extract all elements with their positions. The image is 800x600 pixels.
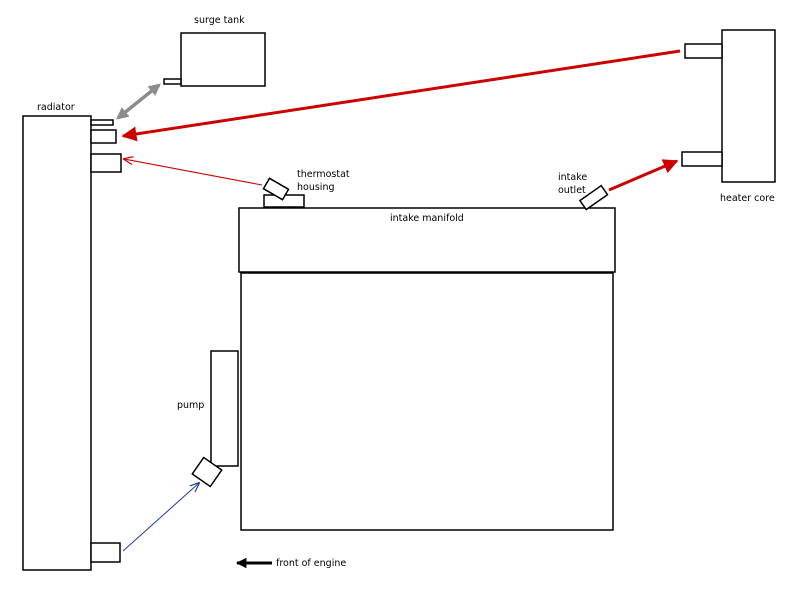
pump-label: pump xyxy=(177,400,204,411)
water-pump xyxy=(191,350,239,488)
surge-tank-label: surge tank xyxy=(194,15,245,26)
engine-block xyxy=(240,272,614,531)
thermostat-to-radiator-arrow xyxy=(124,159,263,186)
radiator-to-pump-arrow xyxy=(122,483,199,552)
radiator-heater-return-inlet xyxy=(90,129,117,144)
radiator xyxy=(22,115,122,571)
intake-to-heater-arrow xyxy=(608,159,679,192)
thermostat-housing-label-line1: thermostat xyxy=(297,169,350,180)
intake-manifold xyxy=(238,207,616,273)
heater-return-arrow xyxy=(121,49,681,142)
heater-core xyxy=(681,29,776,183)
surge-tank-radiator-arrow xyxy=(116,83,161,120)
intake-outlet xyxy=(578,184,609,211)
radiator-label: radiator xyxy=(37,102,75,113)
intake-outlet-label-line2: outlet xyxy=(558,185,586,196)
intake-outlet-label-line1: intake xyxy=(558,172,587,183)
thermostat-housing-label-line2: housing xyxy=(297,182,335,193)
thermostat-housing xyxy=(262,177,305,208)
front-of-engine-label: front of engine xyxy=(276,558,346,569)
radiator-lower-outlet xyxy=(90,542,121,563)
surge-tank xyxy=(163,32,266,87)
heater-core-lower-fitting xyxy=(681,151,723,167)
heater-core-upper-fitting xyxy=(684,43,723,59)
radiator-upper-inlet xyxy=(90,153,122,173)
heater-core-label: heater core xyxy=(720,193,775,204)
surge-tank-nipple xyxy=(163,78,182,85)
intake-manifold-label: intake manifold xyxy=(390,213,464,224)
radiator-surge-fitting xyxy=(90,119,114,126)
